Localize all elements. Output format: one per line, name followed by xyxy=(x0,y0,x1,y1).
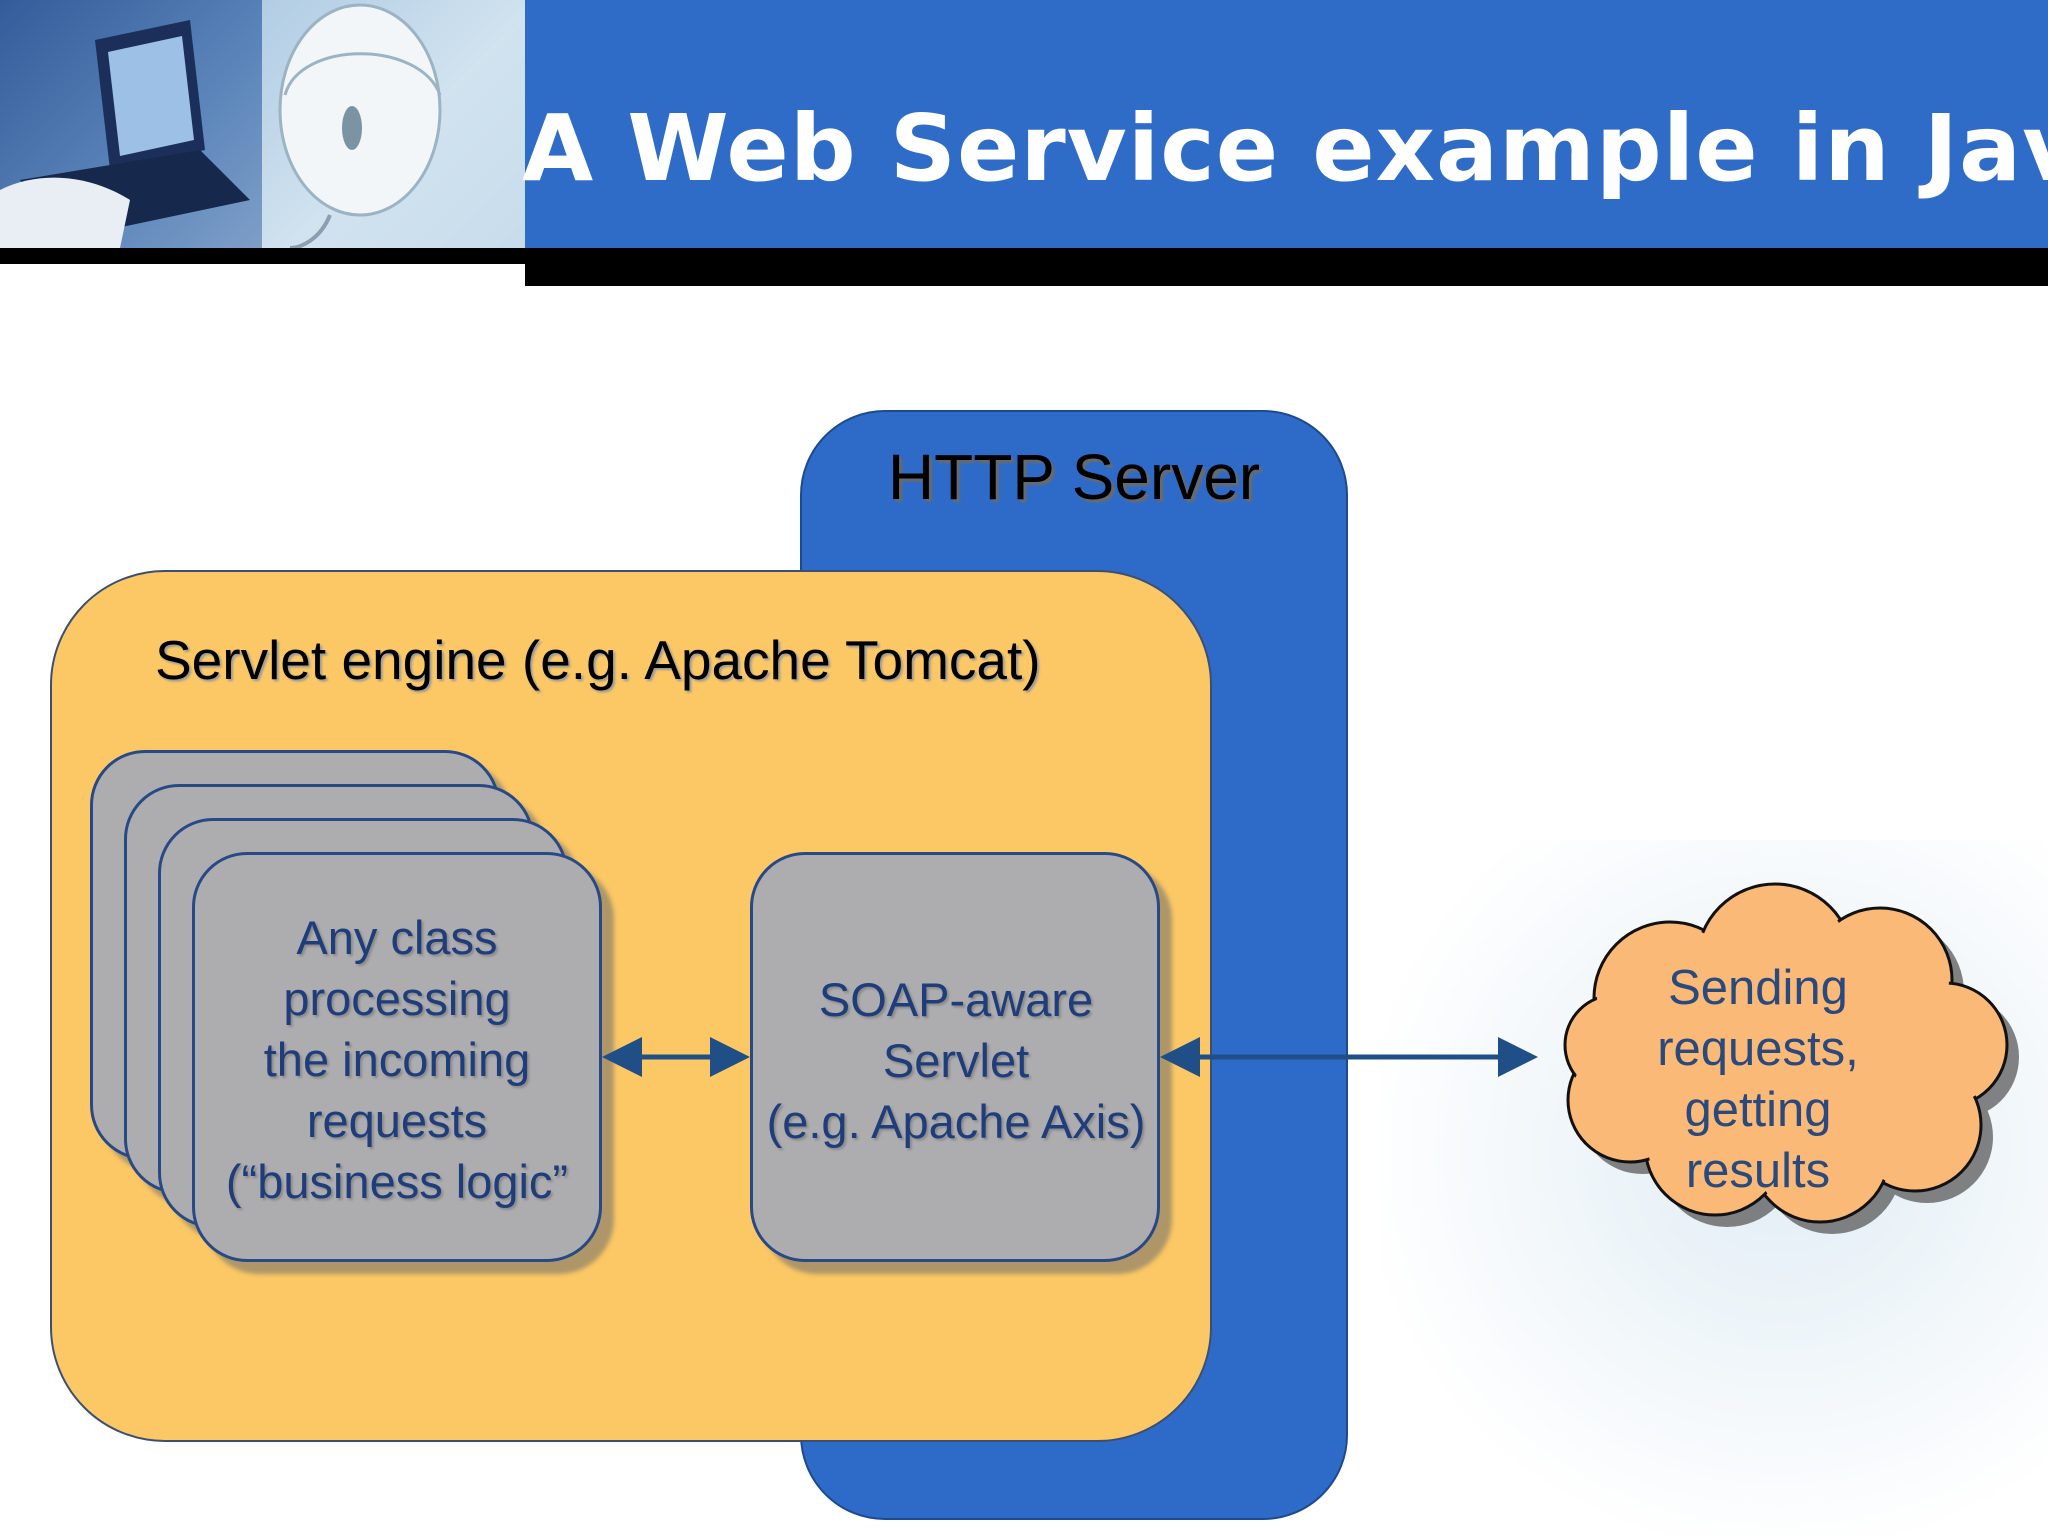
client-cloud-text: Sending requests, getting results xyxy=(1610,958,1906,1202)
client-cloud-line: Sending xyxy=(1668,961,1848,1015)
business-logic-line: the incoming xyxy=(263,1033,531,1086)
laptop-mouse-photo-icon xyxy=(0,0,525,248)
header-divider-right xyxy=(525,248,2048,286)
business-logic-line: Any class xyxy=(296,911,498,964)
http-server-label: HTTP Server xyxy=(887,441,1261,513)
servlet-engine-label: Servlet engine (e.g. Apache Tomcat) xyxy=(155,629,1041,691)
soap-servlet-text: SOAP-aware Servlet (e.g. Apache Axis) xyxy=(750,969,1162,1152)
header-photo xyxy=(0,0,525,248)
soap-servlet-line: (e.g. Apache Axis) xyxy=(766,1095,1146,1148)
title-band xyxy=(525,0,2048,248)
client-cloud-shape xyxy=(1563,882,2019,1234)
business-logic-text: Any class processing the incoming reques… xyxy=(192,907,602,1212)
client-cloud-line: results xyxy=(1685,1144,1831,1198)
soap-servlet-line: SOAP-aware xyxy=(818,973,1094,1026)
client-cloud-line: getting xyxy=(1684,1083,1832,1137)
business-logic-line: (“business logic” xyxy=(225,1155,569,1208)
business-logic-line: processing xyxy=(283,972,511,1025)
soap-servlet-line: Servlet xyxy=(882,1034,1030,1087)
business-logic-line: requests xyxy=(306,1094,488,1147)
client-cloud-line: requests, xyxy=(1657,1022,1859,1076)
business-logic-box xyxy=(192,852,602,1262)
slide-title: A Web Service example in Java xyxy=(522,95,2048,202)
header-divider-left xyxy=(0,248,525,264)
soap-servlet-box xyxy=(750,852,1160,1262)
